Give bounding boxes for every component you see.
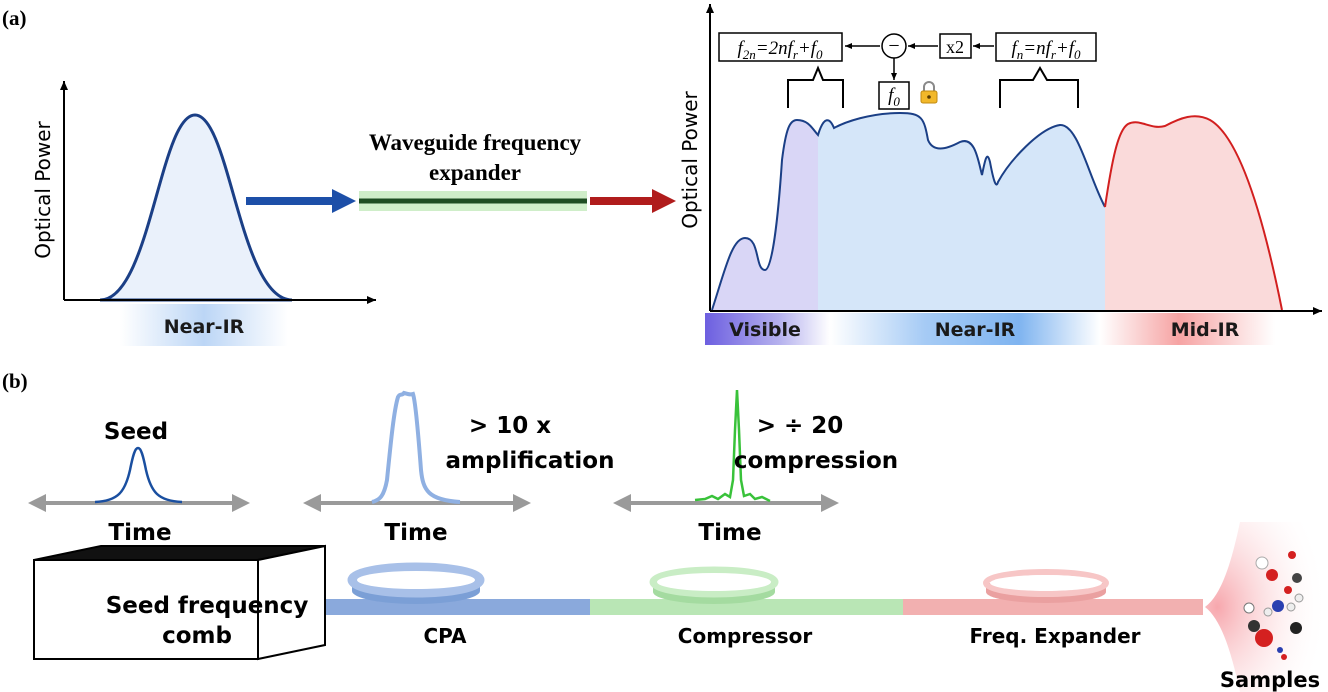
pulse-title-seed: Seed [104, 419, 168, 445]
time-arrow-right-compressed [821, 494, 839, 512]
panel-b-label: (b) [2, 369, 28, 393]
sample-beam [1205, 522, 1328, 692]
input-band-near-ir [120, 304, 288, 346]
pulse-trace-seed [94, 446, 183, 504]
output-spectrum: Optical Power Visible Near-IR Mid-IR [678, 4, 1322, 345]
bus-waveguide-expander [903, 599, 1203, 615]
time-label-amplified: Time [384, 520, 447, 546]
input-pulse-spectrum [99, 113, 293, 302]
pulse-trace-amplified [371, 390, 461, 504]
blue-arrow-head [332, 189, 356, 213]
mid-ir-region [1105, 116, 1282, 310]
stage-label-cpa: CPA [424, 624, 468, 648]
f2n-formula: f2n=2nfr+f0 [737, 38, 823, 62]
input-ylabel: Optical Power [31, 120, 55, 258]
input-spectrum: Optical Power Near-IR [31, 81, 376, 346]
f2n-box [718, 32, 843, 62]
time-label-compressed: Time [698, 520, 761, 546]
pulse-title-compressed-line1: > ÷ 20 [757, 413, 844, 439]
pulse-amplified: > 10 x amplification Time [303, 390, 615, 546]
ring-compressor [649, 566, 779, 604]
output-ylabel: Optical Power [678, 90, 702, 228]
mid-ir-curve [1104, 115, 1283, 311]
pulse-title-amplified-line2: amplification [446, 448, 615, 474]
ring-cpa [347, 562, 485, 604]
pulse-title-compressed-line2: compression [734, 448, 898, 474]
samples-label: Samples [1220, 668, 1320, 692]
lock-icon [920, 81, 938, 104]
band-near-ir-label: Near-IR [935, 319, 1016, 341]
output-spectrum-curve [711, 111, 1106, 311]
time-arrow-left-seed [28, 494, 46, 512]
input-band-label: Near-IR [164, 316, 245, 338]
visible-region [712, 120, 818, 310]
waveguide-label-line2: expander [429, 160, 521, 185]
x2-label: x2 [946, 37, 964, 57]
pulse-title-amplified-line1: > 10 x [469, 413, 551, 439]
mixer-minus: − [888, 35, 899, 57]
pulse-compressed: > ÷ 20 compression Time [613, 389, 898, 546]
time-label-seed: Time [108, 520, 171, 546]
near-ir-region [818, 113, 1105, 310]
seed-box-front [33, 559, 259, 660]
f0-label: f0 [888, 85, 900, 109]
stage-label-expander: Freq. Expander [969, 624, 1140, 648]
photonic-chip: CPA Compressor Freq. Expander [310, 562, 1203, 648]
f0-box [878, 81, 910, 110]
bus-waveguide-compressor [590, 599, 903, 615]
band-visible-label: Visible [729, 319, 801, 341]
waveguide-path: Waveguide frequency expander [246, 130, 676, 213]
bracket-f2n [787, 65, 844, 108]
x2-box [939, 33, 972, 59]
time-arrow-left-compressed [613, 494, 631, 512]
waveguide-label-line1: Waveguide frequency [369, 130, 582, 155]
stage-label-compressor: Compressor [678, 624, 813, 648]
bracket-fn [999, 66, 1079, 108]
bus-waveguide-cpa [310, 599, 590, 615]
fn-box [995, 32, 1097, 62]
seed-box-label-line1: Seed frequency [106, 593, 309, 619]
fceo-scheme: f2n=2nfr+f0 − x2 fn=nfr+f0 f0 [718, 32, 1097, 110]
pulse-trace-compressed [694, 389, 771, 503]
seed-box-label-line2: comb [162, 623, 232, 649]
time-arrow-right-seed [232, 494, 250, 512]
molecules-icon [1243, 551, 1304, 660]
band-near-ir [830, 313, 1100, 345]
band-mid-ir [1100, 313, 1275, 345]
band-mid-ir-label: Mid-IR [1171, 319, 1240, 341]
ring-expander [983, 569, 1109, 603]
seed-comb-box: Seed frequency comb [33, 544, 326, 661]
band-visible [705, 313, 830, 345]
pulse-seed: Seed Time [28, 419, 250, 546]
samples: Samples [1205, 522, 1328, 692]
panel-a-label: (a) [2, 6, 27, 30]
red-arrow-head [652, 189, 676, 213]
fn-formula: fn=nfr+f0 [1011, 38, 1081, 62]
time-arrow-left-amplified [303, 494, 321, 512]
time-arrow-right-amplified [513, 494, 531, 512]
